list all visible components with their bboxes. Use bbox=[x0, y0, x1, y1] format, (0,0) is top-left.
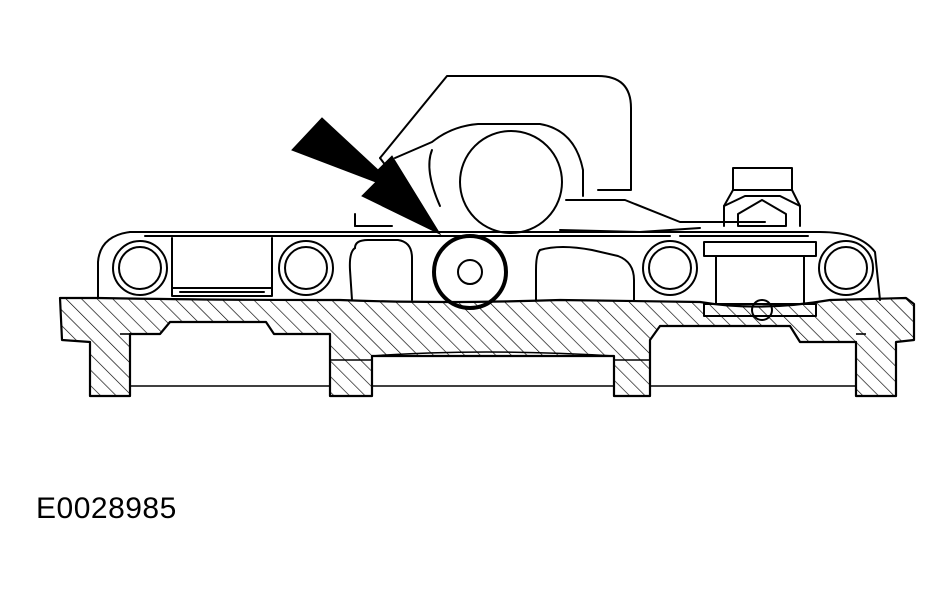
bolt-hole-4 bbox=[818, 240, 874, 296]
arrow-icon bbox=[291, 117, 442, 236]
support-arm bbox=[565, 199, 766, 223]
upper-housing bbox=[379, 75, 632, 191]
circle-highlight-icon bbox=[432, 234, 508, 310]
bolt-hole-1 bbox=[112, 240, 168, 296]
right-pocket bbox=[539, 246, 635, 301]
large-bore bbox=[459, 130, 563, 234]
bore-boss bbox=[394, 123, 584, 197]
figure-id-label: E0028985 bbox=[36, 492, 177, 525]
bolt-hole-3 bbox=[642, 240, 698, 296]
tensioner-assembly bbox=[703, 167, 817, 321]
bolt-hole-2 bbox=[278, 240, 334, 296]
lower-section bbox=[58, 296, 916, 398]
left-pocket bbox=[354, 239, 413, 301]
center-housing bbox=[129, 231, 881, 301]
left-slot bbox=[171, 237, 273, 297]
pin bbox=[457, 259, 483, 285]
